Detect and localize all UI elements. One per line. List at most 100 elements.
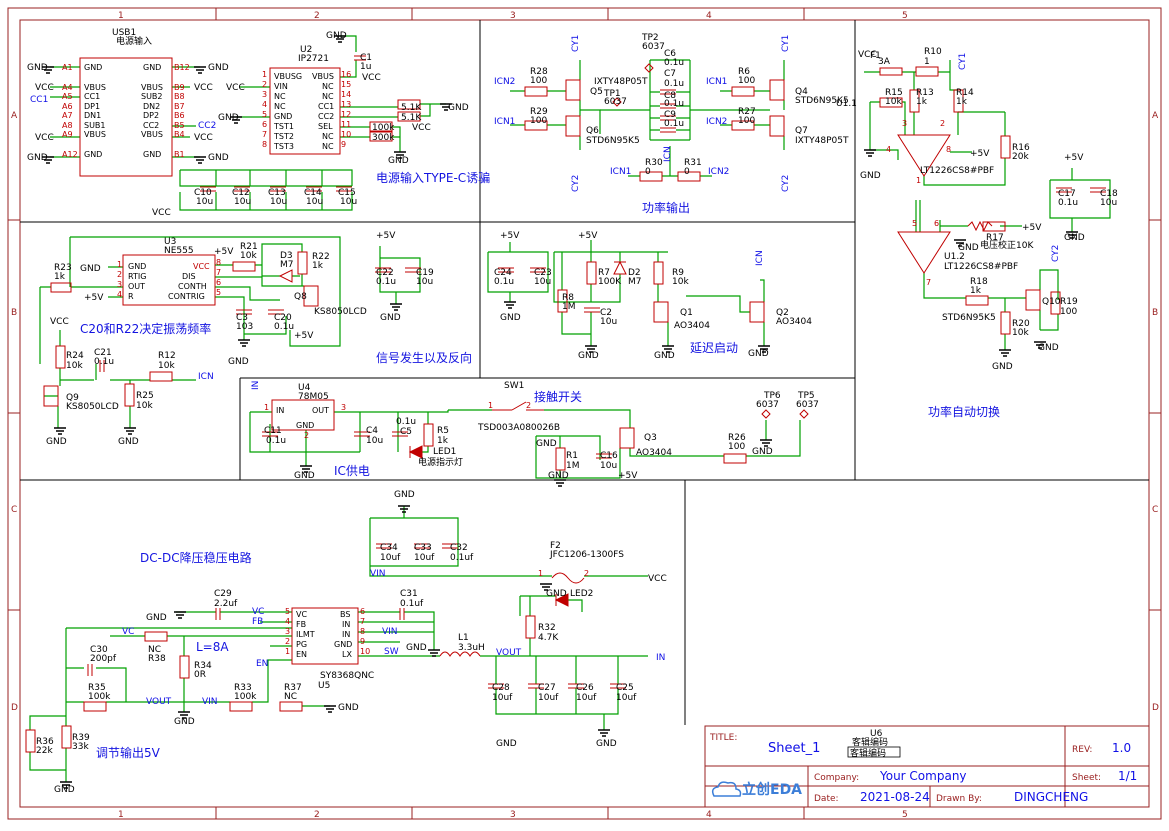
svg-text:VCC: VCC [858, 50, 877, 60]
svg-text:R8: R8 [562, 293, 574, 303]
drawn-label: Drawn By: [936, 794, 982, 804]
svg-text:C28: C28 [492, 683, 510, 693]
usb1-body [79, 57, 173, 177]
u6-box-text: 客辑编码 [850, 747, 886, 759]
svg-text:1: 1 [262, 70, 267, 79]
section-auto-switch-title: 功率自动切换 [928, 404, 1000, 419]
wire-segment [340, 126, 401, 152]
u4-body [271, 399, 335, 431]
net-cy1-b: CY1 [781, 35, 791, 52]
ground-symbol [230, 116, 242, 124]
wire-segment [720, 60, 785, 150]
svg-text:VBUS: VBUS [141, 83, 163, 92]
svg-text:Q4: Q4 [795, 87, 808, 97]
svg-text:R24: R24 [66, 351, 84, 361]
svg-text:Q6: Q6 [586, 126, 599, 136]
wires [29, 35, 1111, 782]
wire-segment [448, 409, 801, 457]
svg-text:C2: C2 [600, 308, 612, 318]
section-ic-power-title: IC供电 [334, 464, 370, 478]
svg-text:4: 4 [117, 290, 122, 299]
svg-text:R34: R34 [194, 661, 212, 671]
svg-text:VIN: VIN [370, 569, 386, 579]
svg-text:3: 3 [902, 119, 907, 128]
l1-label: L1 [458, 633, 469, 643]
svg-text:C22: C22 [376, 268, 394, 278]
row-label: A [1152, 111, 1159, 121]
svg-text:16: 16 [341, 70, 351, 79]
svg-text:C23: C23 [534, 268, 552, 278]
svg-text:1: 1 [264, 403, 269, 412]
svg-text:10k: 10k [66, 361, 83, 371]
svg-text:A7: A7 [62, 111, 73, 120]
svg-text:LX: LX [342, 650, 352, 659]
svg-text:DIS: DIS [182, 272, 196, 281]
wire-segment [179, 170, 353, 211]
svg-text:OUT: OUT [312, 406, 329, 415]
wire-segment [340, 103, 446, 118]
col-label: 4 [706, 810, 712, 820]
svg-text:VIN: VIN [382, 627, 398, 637]
svg-text:USB1: USB1 [112, 28, 136, 38]
svg-text:GND: GND [548, 471, 569, 481]
svg-text:0.1u: 0.1u [274, 322, 294, 332]
svg-text:DN1: DN1 [84, 111, 101, 120]
svg-text:8: 8 [262, 140, 267, 149]
ground-symbol [999, 349, 1011, 357]
r17-sub-label: 电压校正10K [980, 239, 1034, 251]
svg-text:10u: 10u [600, 461, 617, 471]
section-dcdc-title: DC-DC降压稳压电路 [140, 550, 252, 565]
svg-text:10u: 10u [306, 197, 323, 207]
wire-segment [180, 169, 353, 186]
svg-text:4: 4 [262, 100, 267, 109]
svg-text:10: 10 [360, 647, 370, 656]
svg-text:300k: 300k [372, 133, 395, 143]
svg-text:78M05: 78M05 [298, 392, 329, 402]
svg-text:VCC: VCC [194, 83, 213, 93]
svg-text:1u: 1u [360, 62, 371, 72]
svg-text:A6: A6 [62, 102, 73, 111]
l1-coil [439, 651, 481, 657]
svg-text:10k: 10k [1012, 328, 1029, 338]
svg-text:VC: VC [296, 610, 307, 619]
svg-text:R20: R20 [1012, 319, 1030, 329]
svg-text:GND: GND [1038, 343, 1059, 353]
led1-sub-label: 电源指示灯 [418, 456, 463, 468]
ground-symbol [324, 705, 336, 713]
svg-text:13: 13 [341, 100, 351, 109]
svg-text:8: 8 [946, 145, 951, 154]
svg-text:GND: GND [27, 153, 48, 163]
svg-text:C34: C34 [380, 543, 398, 553]
svg-text:GND: GND [496, 739, 517, 749]
svg-text:GND: GND [546, 589, 567, 599]
svg-text:NC: NC [274, 92, 286, 101]
wire-segment [487, 242, 549, 302]
svg-text:C15: C15 [338, 188, 356, 198]
svg-text:+5V: +5V [970, 149, 990, 159]
r17-pot [967, 220, 993, 232]
svg-text:0.1u: 0.1u [1058, 198, 1078, 208]
svg-text:0.1u: 0.1u [664, 119, 684, 129]
svg-text:10u: 10u [416, 277, 433, 287]
net-cy1-a: CY1 [571, 35, 581, 52]
svg-text:R6: R6 [738, 67, 750, 77]
svg-text:C17: C17 [1058, 189, 1076, 199]
svg-text:C26: C26 [576, 683, 594, 693]
svg-text:VIN: VIN [202, 697, 218, 707]
svg-text:0.1uf: 0.1uf [400, 599, 424, 609]
svg-text:F1: F1 [870, 51, 881, 61]
svg-text:VBUSG: VBUSG [274, 72, 302, 81]
wire-segment [39, 236, 341, 364]
svg-text:11: 11 [341, 120, 351, 129]
svg-text:ICN2: ICN2 [494, 77, 515, 87]
d2-diode [613, 260, 627, 275]
svg-text:VIN: VIN [274, 82, 288, 91]
svg-text:C33: C33 [414, 543, 432, 553]
ground-symbol [758, 345, 770, 353]
svg-text:VBUS: VBUS [312, 72, 334, 81]
svg-text:M7: M7 [628, 277, 642, 287]
net-cy2-c: CY2 [1051, 245, 1061, 262]
svg-text:100: 100 [530, 76, 547, 86]
wire-segment [379, 246, 421, 304]
svg-text:CC2: CC2 [143, 121, 159, 130]
